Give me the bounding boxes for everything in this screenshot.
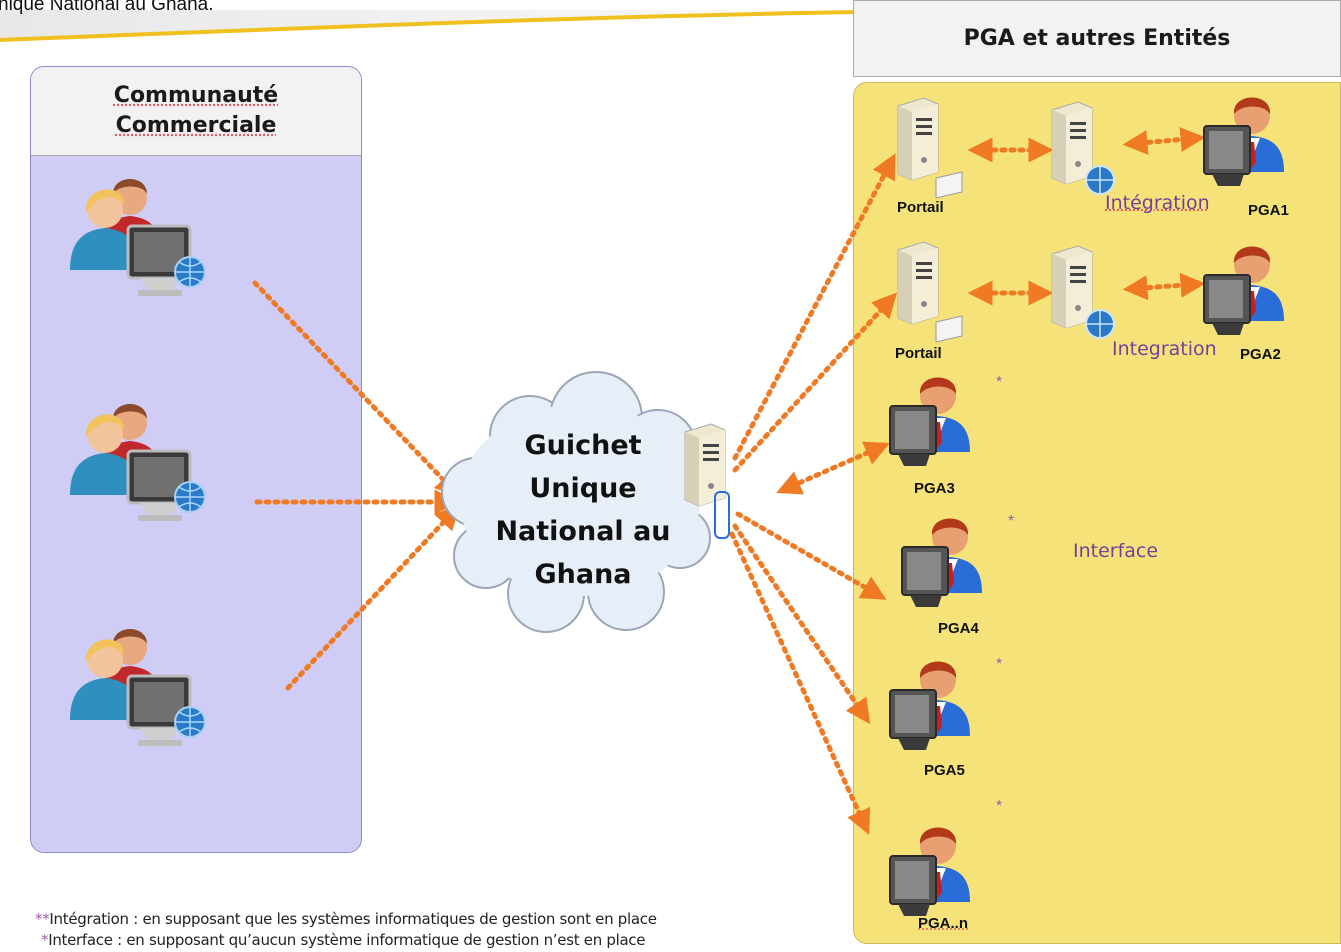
pga5-label: PGA5 [924,762,965,779]
pga-user-icon [889,660,971,751]
header-banner [0,10,860,42]
trader-user-icon [68,402,207,523]
arrow-center-to-pga4 [735,511,887,600]
arrow-center-to-portail1 [732,153,896,461]
trader-user-icon [68,177,207,298]
arrow-center-to-portail2 [732,292,898,473]
pga2-label: PGA2 [1240,346,1281,363]
arrow-center-to-pgan [729,531,871,835]
portail-2-label: Portail [895,345,942,362]
interface-label: Interface [1073,540,1159,562]
single-window-line4: Ghana [534,559,632,590]
trader-user-icon [68,627,207,748]
footnote-integration-marker: ** [35,910,50,928]
pga-user-icon [1203,96,1285,187]
footnote-interface-text: Interface : en supposant qu’aucun systèm… [48,931,646,949]
trade-community-title-line2: Commerciale [115,113,277,138]
pga-user-icon [1203,245,1285,336]
integration-server-icon [1051,101,1115,195]
footnote-integration-text: Intégration : en supposant que les systè… [49,910,657,928]
portail-1-label: Portail [897,199,944,216]
pga5-star: * [996,656,1003,673]
page-title: nique National au Ghana. [0,0,214,15]
pga-user-icon [889,826,971,917]
integration-1-label: Intégration [1105,192,1210,214]
trade-community-title-line1: Communauté [113,83,279,108]
footnote-integration: **Intégration : en supposant que les sys… [35,910,657,928]
pgan-star: * [996,798,1003,815]
agencies-title: PGA et autres Entités [963,26,1231,51]
footnote-interface-marker: * [41,931,49,949]
integration-2-label: Integration [1112,338,1217,360]
single-window-line1: Guichet [524,430,642,461]
footnote-interface: *Interface : en supposant qu’aucun systè… [41,931,646,949]
portal-server-icon [897,97,963,199]
arrow-integration1-pga1 [1122,127,1206,155]
arrow-integration2-pga2 [1122,272,1206,301]
integration-server-icon [1051,245,1115,339]
pga3-label: PGA3 [914,480,955,497]
single-window-label: Guichet Unique National au Ghana [468,424,698,596]
pga-user-icon [889,376,971,467]
pgan-label: PGA..n [918,915,969,932]
pga3-star: * [996,374,1003,391]
arrow-center-pga3 [776,441,890,495]
pga4-star: * [1008,513,1015,530]
central-server-icon [684,423,730,539]
pga-user-icon [901,517,983,608]
single-window-line2: Unique [529,473,637,504]
pga4-label: PGA4 [938,620,979,637]
agencies-panel [853,82,1341,944]
trade-community-header: Communauté Commerciale [31,67,361,156]
arrow-trader1-to-center [252,280,461,498]
single-window-line3: National au [495,516,671,547]
arrow-trader3-to-center [285,504,461,691]
portal-server-icon [897,241,963,343]
arrow-center-to-pga5 [732,523,871,725]
arrows [252,127,1206,835]
pga1-label: PGA1 [1248,202,1289,219]
agencies-header: PGA et autres Entités [853,0,1341,77]
